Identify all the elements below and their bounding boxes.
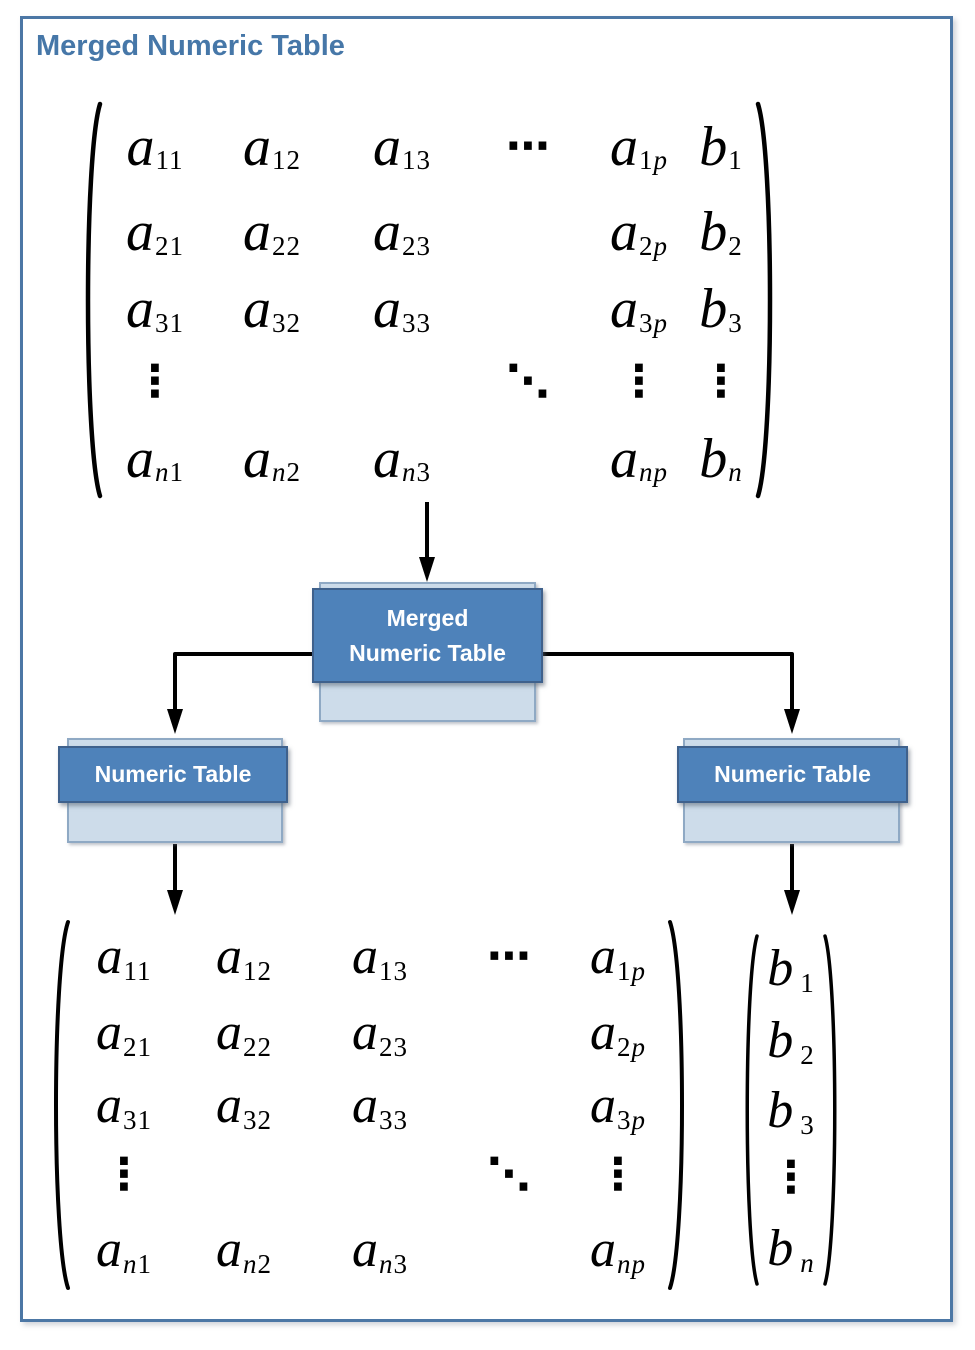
left-node-label: Numeric Table <box>94 761 252 788</box>
left-paren-icon <box>54 920 70 1290</box>
matrix-cell: ⋮ <box>133 356 177 407</box>
merged-node-label-line2: Numeric Table <box>349 639 506 666</box>
right-paren-icon <box>668 920 684 1290</box>
matrix-cell <box>448 996 570 1070</box>
left-numeric-table-node: Numeric Table <box>58 746 288 803</box>
matrix-cell: ⋯ <box>487 931 531 982</box>
left-paren-icon <box>745 934 759 1286</box>
matrix-cell <box>312 1142 448 1208</box>
merged-numeric-table-node: Merged Numeric Table <box>312 588 543 683</box>
left-paren-icon <box>85 101 103 499</box>
merged-node-label-line1: Merged <box>386 605 469 631</box>
matrix-cell: ⋮ <box>617 356 661 407</box>
matrix-cell <box>338 347 466 417</box>
right-numeric-table-node: Numeric Table <box>677 746 908 803</box>
matrix-cell <box>466 271 590 347</box>
page-title: Merged Numeric Table <box>36 30 345 62</box>
matrix-cell: ⋮ <box>699 356 743 407</box>
matrix-cell: ⋱ <box>487 1149 531 1200</box>
matrix-cell: ⋯ <box>506 120 550 172</box>
matrix-cell: ⋮ <box>769 1152 813 1203</box>
matrix-cell: ⋮ <box>102 1149 146 1200</box>
matrix-cell <box>448 1070 570 1142</box>
matrix-cell <box>448 1208 570 1292</box>
right-paren-icon <box>755 101 773 499</box>
matrix-cell: ⋱ <box>506 356 550 407</box>
matrix-cell <box>466 417 590 500</box>
matrix-cell <box>176 1142 312 1208</box>
matrix-cell <box>206 347 338 417</box>
right-paren-icon <box>823 934 837 1286</box>
matrix-cell: ⋮ <box>596 1149 640 1200</box>
matrix-cell <box>466 193 590 271</box>
right-node-label: Numeric Table <box>714 761 871 788</box>
